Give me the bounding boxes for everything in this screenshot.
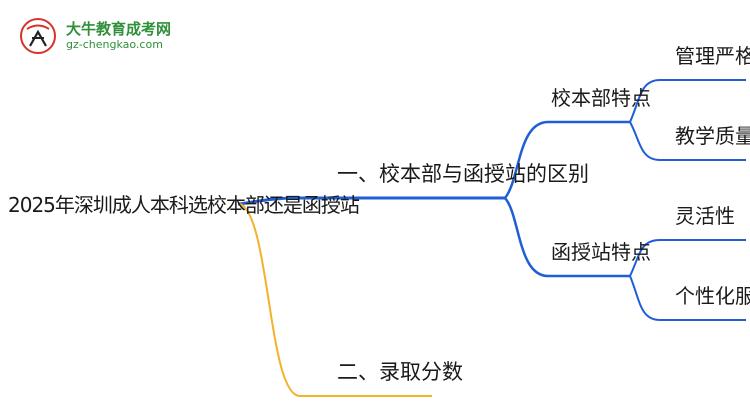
link-branch1-sub2	[503, 197, 630, 278]
link-sub1-leaf1	[629, 79, 746, 123]
link-root-branch1	[239, 196, 505, 206]
logo-name: 大牛教育成考网	[66, 20, 172, 38]
leaf-teaching-quality: 教学质量高	[675, 124, 750, 148]
sub2-label: 函授站特点	[551, 240, 651, 264]
branch1-label: 一、校本部与函授站的区别	[337, 162, 589, 186]
bull-logo-icon	[20, 18, 56, 54]
branch2-label: 二、录取分数	[337, 360, 463, 384]
link-sub2-leaf2	[629, 275, 746, 321]
link-sub1-leaf2	[629, 121, 746, 161]
sub1-label: 校本部特点	[551, 86, 651, 110]
root-node: 2025年深圳成人本科选校本部还是函授站	[8, 193, 360, 217]
leaf-strict-management: 管理严格	[675, 44, 750, 68]
link-root-branch2	[239, 203, 432, 397]
site-logo: 大牛教育成考网 gz-chengkao.com	[16, 14, 176, 58]
logo-url: gz-chengkao.com	[66, 38, 163, 51]
link-branch1-sub1	[503, 120, 630, 199]
link-sub2-leaf1	[629, 239, 746, 277]
leaf-flexibility: 灵活性	[675, 204, 735, 228]
leaf-personalized-service: 个性化服务	[675, 284, 750, 308]
